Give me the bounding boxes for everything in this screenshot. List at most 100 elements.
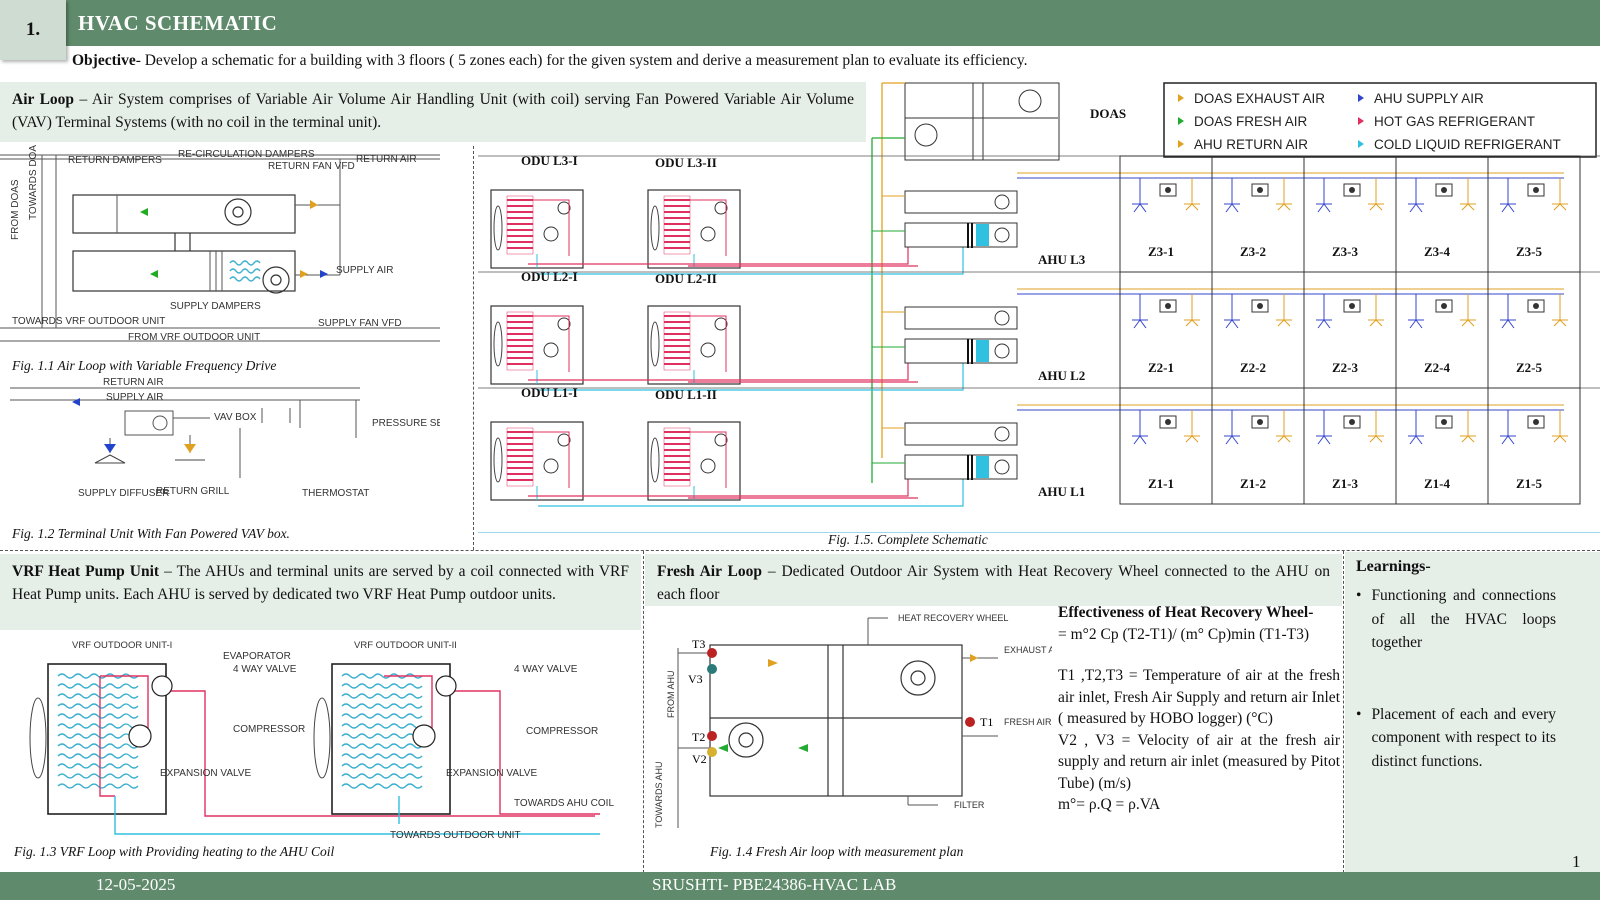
fig13-label-towards-outdoor: TOWARDS OUTDOOR UNIT [390,830,521,841]
fig13-label-expansion-2: EXPANSION VALVE [446,768,537,779]
ahu-label: AHU L3 [1038,252,1086,267]
fig14-fresh-air-diagram: T3 V3 T2 V2 T1 HEAT RECOVERY WHEEL EXHAU… [654,613,1052,828]
fig14-label-fresh: FRESH AIR [1004,717,1052,727]
fig11-label-return-air: RETURN AIR [356,154,417,165]
fig14-label-v2: V2 [692,752,707,766]
fig11-label-from-doas: FROM DOAS [10,179,21,240]
ahu-unit [904,422,1018,480]
zone-label: Z3-3 [1332,244,1359,259]
fig15-complete-schematic: DOAS DOAS EXHAUST AIR AHU SUPPLY AIR DOAS … [478,82,1600,533]
ahu-label: AHU L1 [1038,484,1085,499]
fig11-label-towards-vrf: TOWARDS VRF OUTDOOR UNIT [12,316,165,327]
fig11-label-towards-doas: TOWARDS DOAS [28,145,39,220]
zone-label: Z3-2 [1240,244,1266,259]
zone-label: Z1-4 [1424,476,1451,491]
fig12-caption: Fig. 1.2 Terminal Unit With Fan Powered … [12,526,290,541]
fig14-label-from-ahu: FROM AHU [666,670,676,718]
zone-label: Z3-5 [1516,244,1543,259]
fig12-label-thermostat: THERMOSTAT [302,488,369,499]
air-loop-panel: Air Loop – Air System comprises of Varia… [0,82,866,142]
divider-bottom-1 [643,551,644,873]
fig12-label-vav-box: VAV BOX [214,412,257,423]
t3-sensor-icon [707,648,717,658]
doas-label: DOAS [1090,106,1126,121]
fig11-caption: Fig. 1.1 Air Loop with Variable Frequenc… [12,358,277,373]
fresh-panel: Fresh Air Loop – Dedicated Outdoor Air S… [645,554,1342,606]
odu-unit [647,189,741,269]
fig11-air-loop-diagram: RETURN DAMPERS RE-CIRCULATION DAMPERS RE… [0,145,440,343]
odu-unit [647,421,741,501]
footer-center: SRUSHTI- PBE24386-HVAC LAB [652,875,897,894]
fig13-label-compressor-2: COMPRESSOR [526,726,598,737]
zone-label: Z1-5 [1516,476,1543,491]
legend-item-label: DOAS EXHAUST AIR [1194,91,1325,106]
fig12-label-supply-air: SUPPLY AIR [106,392,163,403]
fresh-text: – Dedicated Outdoor Air System with Heat… [657,563,1330,603]
air-loop-label: Air Loop [12,91,75,108]
objective-line: Objective- Develop a schematic for a bui… [72,52,1028,70]
zone-label: Z3-4 [1424,244,1451,259]
vrf-label: VRF Heat Pump Unit [12,563,160,580]
air-loop-text: – Air System comprises of Variable Air V… [12,91,854,131]
fig13-label-expansion-1: EXPANSION VALVE [160,768,251,779]
learnings-item: •Functioning and connections of all the … [1356,587,1556,651]
effectiveness-def-velocity: V2 , V3 = Velocity of air at the fresh a… [1058,731,1340,792]
odu-unit [490,421,584,501]
odu-label: ODU L3-II [655,155,717,170]
learnings-title: Learnings- [1356,558,1431,575]
fig12-label-pressure-sensor: PRESSURE SENSOR [372,418,440,429]
legend-item-label: DOAS FRESH AIR [1194,114,1308,129]
objective-text: - Develop a schematic for a building wit… [135,52,1028,69]
fig13-label-evaporator: EVAPORATOR [223,651,291,662]
legend-arrow-icon [1358,140,1364,148]
ahu-label: AHU L2 [1038,368,1085,383]
learnings-panel [1345,552,1600,872]
learnings-item: •Placement of each and every component w… [1356,705,1556,770]
section-number: 1. [0,0,66,60]
zone-label: Z2-4 [1424,360,1451,375]
header-bar [0,0,1600,46]
footer-date: 12-05-2025 [96,875,176,894]
divider-middle [0,550,1600,551]
zone-label: Z2-2 [1240,360,1266,375]
odu-label: ODU L2-I [521,269,578,284]
legend-arrow-icon [1178,140,1184,148]
legend-item-label: AHU SUPPLY AIR [1374,91,1484,106]
odu-label: ODU L1-II [655,387,717,402]
odu-unit [647,305,741,385]
fig13-vrf-loop-diagram: VRF OUTDOOR UNIT-I EVAPORATOR 4 WAY VALV… [29,636,614,841]
legend-arrow-icon [1178,117,1184,125]
fig11-label-recirc: RE-CIRCULATION DAMPERS [178,149,315,160]
fig13-label-towards-ahu: TOWARDS AHU COIL [514,798,614,809]
fig11-label-return-dampers: RETURN DAMPERS [68,155,162,166]
fig14-caption: Fig. 1.4 Fresh Air loop with measurement… [710,844,964,859]
legend-arrow-icon [1358,117,1364,125]
zone-label: Z1-3 [1332,476,1359,491]
objective-label: Objective [72,52,136,69]
fig13-label-4way-2: 4 WAY VALVE [514,664,578,675]
v2-sensor-icon [707,747,717,757]
vrf-text: – The AHUs and terminal units are served… [12,563,630,603]
legend-item-label: COLD LIQUID REFRIGERANT [1374,137,1561,152]
effectiveness-formula: = m°2 Cp (T2-T1)/ (m° Cp)min (T1-T3) [1058,625,1310,643]
fig14-label-t1: T1 [980,715,993,729]
t2-sensor-icon [707,731,717,741]
learnings-list: •Functioning and connections of all the … [1356,584,1556,773]
zone-label: Z1-1 [1148,476,1174,491]
divider-left [473,146,474,550]
vrf-panel: VRF Heat Pump Unit – The AHUs and termin… [0,554,641,630]
odu-unit [490,305,584,385]
effectiveness-def-temperature: T1 ,T2,T3 = Temperature of air at the fr… [1058,667,1340,727]
fig13-label-unit1-top: VRF OUTDOOR UNIT-I [72,640,173,651]
page-number: 1 [1572,852,1581,871]
fig13-caption: Fig. 1.3 VRF Loop with Providing heating… [14,844,335,859]
zone-cell: Z1-5 [1487,387,1581,505]
fig12-label-supply-diffuser: SUPPLY DIFFUSER [78,488,169,499]
odu-label: ODU L1-I [521,385,578,400]
divider-bottom-2 [1343,551,1344,873]
fig12-terminal-unit-diagram: RETURN AIR SUPPLY AIR VAV BOX PRESSURE S… [10,378,440,499]
fig14-label-v3: V3 [688,672,703,686]
page-title: HVAC SCHEMATIC [78,11,278,35]
effectiveness-def-massflow: m°= ρ.Q = ρ.VA [1058,796,1161,813]
